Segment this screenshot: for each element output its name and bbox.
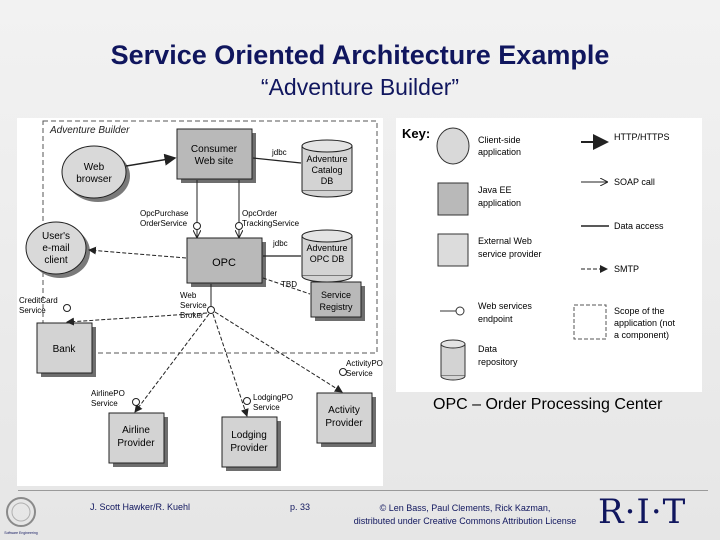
service-registry-node — [310, 281, 362, 318]
activity-provider-node — [316, 392, 373, 444]
email-client-label-3: client — [44, 255, 68, 266]
tbd-label: TBD — [281, 280, 297, 289]
airline-provider-node — [108, 412, 165, 464]
key-endpoint-label-2: endpoint — [478, 314, 513, 324]
key-scope-shape — [573, 304, 607, 340]
opc-purchase-label-1: OpcPurchase — [140, 209, 189, 218]
opc-purchase-label-2: OrderService — [140, 219, 188, 228]
consumer-web-site-node — [176, 128, 253, 180]
bank-label: Bank — [53, 344, 77, 355]
catalog-db-label-2: Catalog — [311, 165, 342, 175]
boundary-label: Adventure Builder — [49, 125, 130, 136]
footer-credit-line-1: © Len Bass, Paul Clements, Rick Kazman, — [379, 503, 551, 513]
key-client-shape — [436, 127, 470, 165]
key-soap-label: SOAP call — [614, 177, 655, 187]
jdbc-label-opc: jdbc — [272, 239, 288, 248]
activity-label-2: Provider — [325, 418, 363, 429]
lodging-provider-node — [221, 416, 278, 468]
key-scope-label-2: application (not — [614, 318, 676, 328]
diagram-key: Key: Client-side application Java EE app… — [396, 118, 702, 392]
key-client-label-1: Client-side — [478, 135, 521, 145]
key-scope-label-1: Scope of the — [614, 306, 665, 316]
slide-title: Service Oriented Architecture Example — [110, 40, 610, 70]
key-external-label-1: External Web — [478, 236, 532, 246]
key-repository-shape — [440, 343, 466, 377]
key-external-label-2: service provider — [478, 249, 542, 259]
airline-label-1: Airline — [122, 425, 150, 436]
email-client-label-1: User's — [42, 231, 70, 242]
credit-card-label-1: CreditCard — [19, 296, 58, 305]
key-scope-label-3: a component) — [614, 330, 669, 340]
opc-order-label-1: OpcOrder — [242, 209, 277, 218]
footer-page-number: p. 33 — [290, 502, 311, 512]
lodging-po-label-2: Service — [253, 403, 280, 412]
email-client-node — [25, 221, 87, 275]
consumer-web-site-label-1: Consumer — [191, 144, 238, 155]
key-data-access-label: Data access — [614, 221, 664, 231]
catalog-db-label-1: Adventure — [306, 154, 347, 164]
opc-db-node — [301, 235, 353, 277]
software-engineering-seal: Software Engineering — [4, 497, 38, 535]
smtp-opc-to-email — [88, 246, 187, 259]
activity-po-label-1: ActivityPO — [346, 359, 383, 368]
broker-label-2: Service — [180, 301, 207, 310]
rit-logo: R·I·T — [598, 492, 687, 532]
key-repository-label-2: repository — [478, 357, 518, 367]
lodging-label-1: Lodging — [231, 430, 267, 441]
key-repository-label-1: Data — [478, 344, 497, 354]
opc-label: OPC — [212, 257, 236, 269]
web-browser-label-1: Web — [84, 162, 105, 173]
email-client-label-2: e-mail — [42, 243, 69, 254]
broker-label-1: Web — [180, 291, 197, 300]
activity-label-1: Activity — [328, 405, 360, 416]
footer-divider — [18, 490, 708, 491]
catalog-db-label-3: DB — [321, 176, 334, 186]
opc-note: OPC – Order Processing Center — [433, 396, 663, 413]
key-endpoint-shape — [455, 306, 465, 316]
consumer-web-site-label-2: Web site — [195, 156, 234, 167]
key-javaee-label-2: application — [478, 198, 521, 208]
jdbc-label-top: jdbc — [271, 148, 287, 157]
opc-db-label-1: Adventure — [306, 243, 347, 253]
opc-node — [186, 237, 263, 284]
bank-node — [36, 322, 93, 374]
key-javaee-label-1: Java EE — [478, 185, 512, 195]
key-title: Key: — [402, 126, 430, 141]
seal-label: Software Engineering — [4, 531, 38, 535]
opc-order-label-2: TrackingService — [242, 219, 300, 228]
opc-db-label-2: OPC DB — [310, 254, 345, 264]
airline-po-label-1: AirlinePO — [91, 389, 125, 398]
airline-label-2: Provider — [117, 438, 155, 449]
data-access-website-catalog — [252, 157, 302, 164]
http-browser-to-website — [125, 153, 177, 167]
footer-credit: © Len Bass, Paul Clements, Rick Kazman, … — [330, 502, 600, 528]
broker-label-3: Broker — [180, 311, 204, 320]
airline-po-label-2: Service — [91, 399, 118, 408]
key-smtp-label: SMTP — [614, 264, 639, 274]
service-registry-label-1: Service — [321, 290, 351, 300]
key-http-label: HTTP/HTTPS — [614, 132, 670, 142]
service-registry-label-2: Registry — [319, 302, 353, 312]
web-browser-label-2: browser — [76, 174, 112, 185]
lodging-label-2: Provider — [230, 443, 268, 454]
key-client-label-2: application — [478, 147, 521, 157]
activity-po-label-2: Service — [346, 369, 373, 378]
web-browser-node — [61, 145, 127, 199]
credit-card-label-2: Service — [19, 306, 46, 315]
architecture-diagram: Adventure Builder Web browser Consumer W… — [17, 118, 383, 486]
slide-subtitle: “Adventure Builder” — [260, 74, 460, 100]
footer-credit-line-2: distributed under Creative Commons Attri… — [353, 516, 577, 526]
key-external-shape — [437, 233, 469, 267]
key-javaee-shape — [437, 182, 469, 216]
key-endpoint-label-1: Web services — [478, 301, 532, 311]
lodging-po-label-1: LodgingPO — [253, 393, 293, 402]
footer-author: J. Scott Hawker/R. Kuehl — [90, 502, 191, 512]
